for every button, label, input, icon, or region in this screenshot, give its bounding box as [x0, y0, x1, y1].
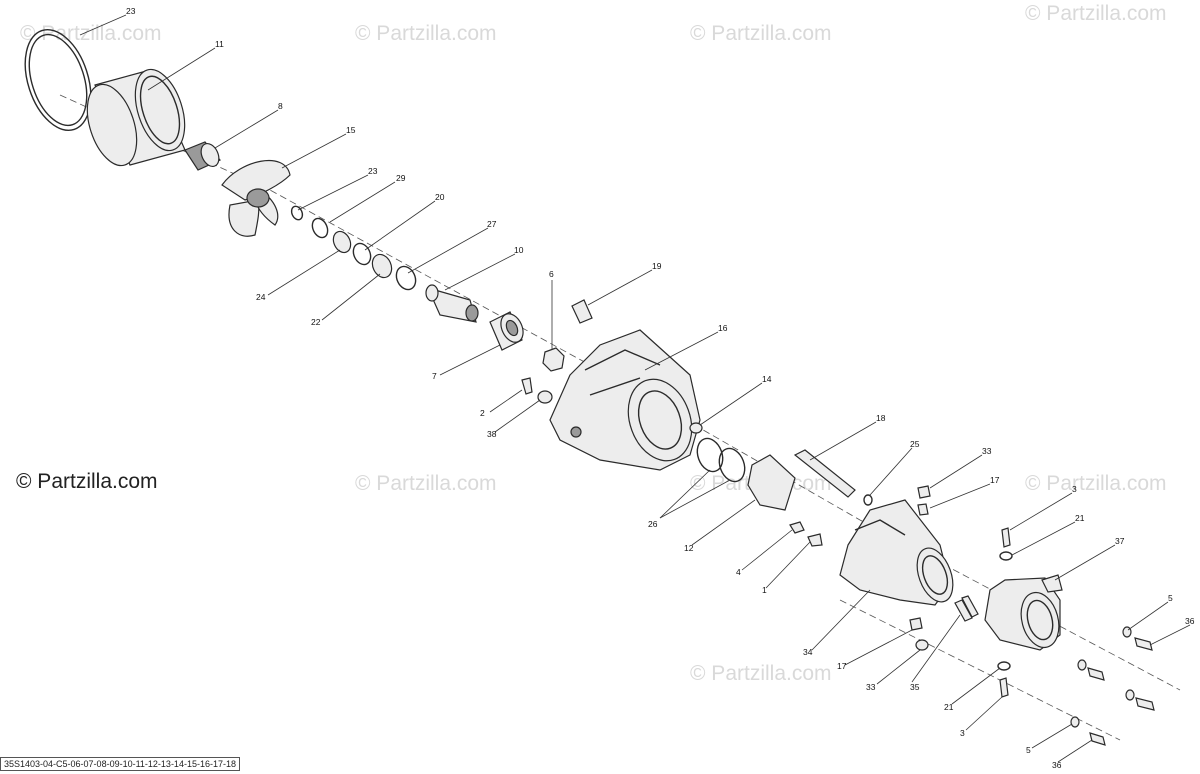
callout-23: 23 [126, 6, 136, 16]
callout-1: 1 [762, 585, 767, 595]
callout-20: 20 [435, 192, 445, 202]
assembly-axis-lower [839, 599, 1121, 741]
seal-rings [290, 205, 417, 291]
callout-labels: 23 11 8 15 23 29 20 27 10 24 22 6 19 16 … [126, 6, 1195, 770]
callout-3: 3 [1072, 484, 1077, 494]
bearing-part [489, 311, 524, 351]
callout-24: 24 [256, 292, 266, 302]
small-o-ring-part [863, 494, 873, 506]
bolt-parts-right [1077, 626, 1155, 711]
watermark: © Partzilla.com [1025, 2, 1167, 25]
watermarks: © Partzilla.com © Partzilla.com © Partzi… [20, 2, 1167, 685]
cover-part [747, 454, 796, 511]
bushing-parts-bottom [909, 617, 929, 651]
callout-35: 35 [910, 682, 920, 692]
callout-10: 10 [514, 245, 524, 255]
callout-21: 21 [1075, 513, 1085, 523]
impeller-part [221, 160, 291, 237]
callout-36b: 36 [1052, 760, 1062, 770]
watermark: © Partzilla.com [355, 472, 497, 495]
o-ring-parts [696, 437, 746, 483]
callout-15: 15 [346, 125, 356, 135]
watermark: © Partzilla.com [690, 662, 832, 685]
callout-33: 33 [982, 446, 992, 456]
bolt-parts-bottom [1070, 716, 1106, 746]
callout-36: 36 [1185, 616, 1195, 626]
callout-4: 4 [736, 567, 741, 577]
callout-29: 29 [396, 173, 406, 183]
callout-19: 19 [652, 261, 662, 271]
callout-25: 25 [910, 439, 920, 449]
plug-part [689, 422, 703, 434]
callout-11: 11 [215, 39, 224, 49]
callout-5: 5 [1168, 593, 1173, 603]
pump-housing-part [549, 329, 701, 471]
watermark: © Partzilla.com [355, 22, 497, 45]
callout-34: 34 [803, 647, 813, 657]
callout-26: 26 [648, 519, 658, 529]
fitting-part [571, 299, 593, 324]
callout-22: 22 [311, 317, 321, 327]
leader-lines [79, 14, 1191, 763]
wear-ring-part [24, 28, 92, 132]
partzilla-brand-label: © Partzilla.com [16, 470, 158, 493]
callout-17: 17 [990, 475, 1000, 485]
callout-3b: 3 [960, 728, 965, 738]
callout-5b: 5 [1026, 745, 1031, 755]
watermark: © Partzilla.com [20, 22, 162, 45]
watermark: © Partzilla.com [1025, 472, 1167, 495]
screw-and-washer-parts [521, 377, 553, 404]
screw-washer-top [999, 527, 1013, 561]
callout-27: 27 [487, 219, 497, 229]
callout-12: 12 [684, 543, 694, 553]
impeller-housing-sleeve [86, 68, 186, 167]
nut-part [542, 347, 565, 372]
watermark: © Partzilla.com [690, 22, 832, 45]
callout-23b: 23 [368, 166, 378, 176]
callout-2: 2 [480, 408, 485, 418]
tube-part [793, 449, 856, 498]
callout-33b: 33 [866, 682, 876, 692]
callout-8: 8 [278, 101, 283, 111]
callout-21b: 21 [944, 702, 954, 712]
diagram-reference-code: 35S1403-04-C5-06-07-08-09-10-11-12-13-14… [0, 757, 240, 771]
callout-14: 14 [762, 374, 772, 384]
screw-washer-lower [997, 661, 1011, 698]
callout-17b: 17 [837, 661, 847, 671]
callout-38: 38 [487, 429, 497, 439]
callout-6: 6 [549, 269, 554, 279]
bushing-parts-top [917, 485, 931, 516]
callout-18: 18 [876, 413, 886, 423]
callout-7: 7 [432, 371, 437, 381]
bolt-parts-4-1 [789, 521, 823, 547]
cone-part [184, 141, 221, 171]
pin-parts [954, 595, 979, 622]
callout-16: 16 [718, 323, 728, 333]
drive-shaft-part [425, 284, 479, 323]
venturi-part [839, 499, 954, 606]
callout-37: 37 [1115, 536, 1125, 546]
steering-nozzle-part [984, 574, 1063, 651]
